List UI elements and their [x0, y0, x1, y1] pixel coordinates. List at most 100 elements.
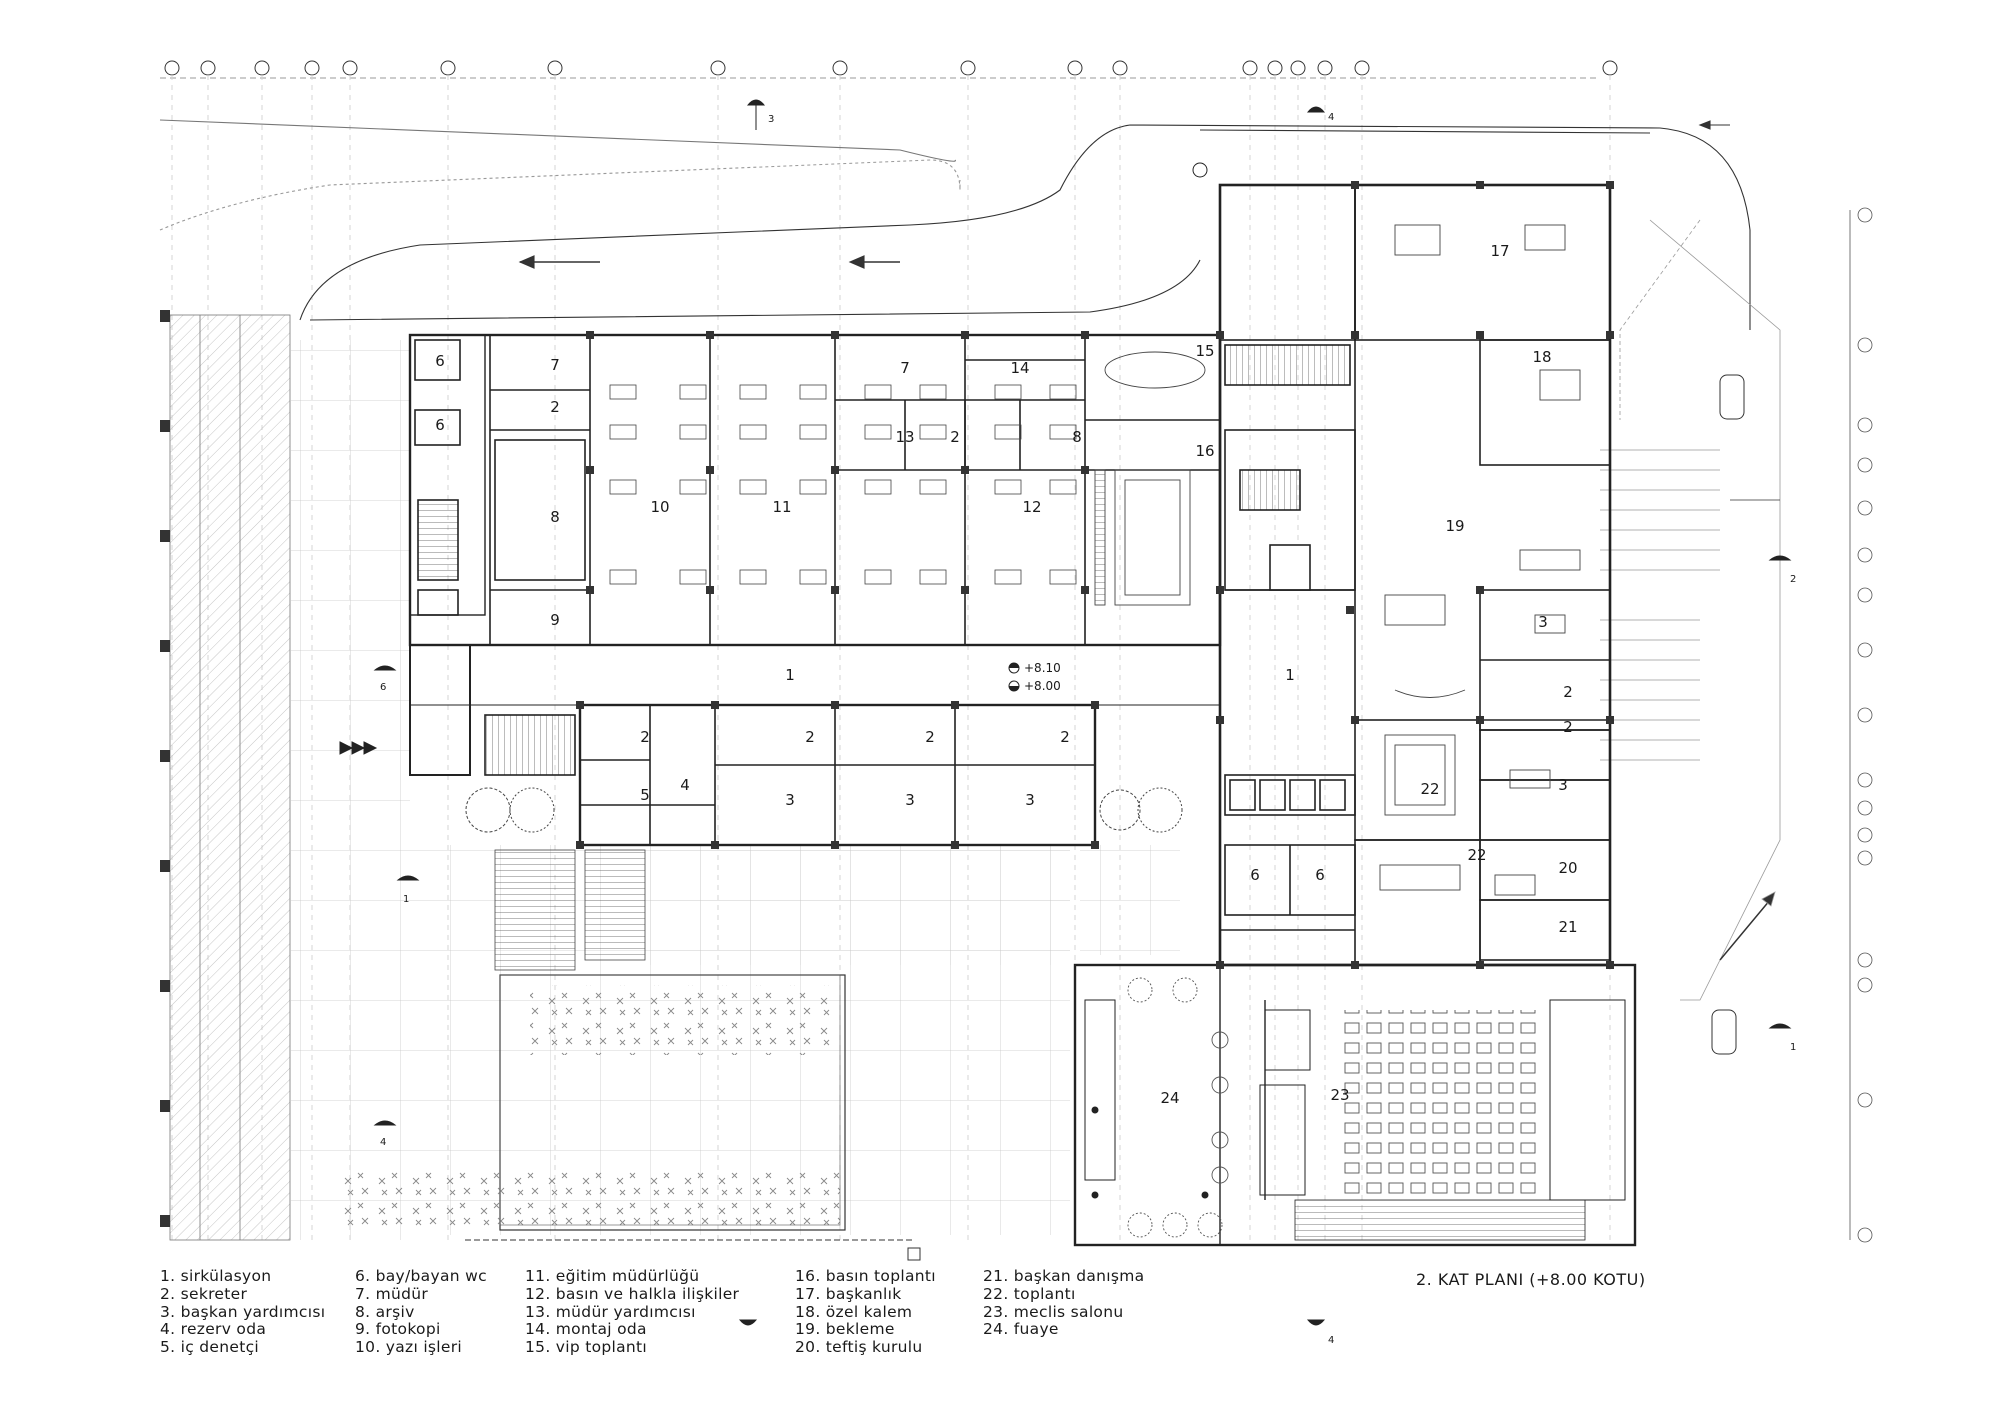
room-number-label: 5 — [640, 786, 650, 804]
room-number-label: 3 — [785, 791, 795, 809]
legend-column-3: 11. eğitim müdürlüğü 12. basın ve halkla… — [525, 1267, 739, 1357]
room-number-label: 2 — [640, 728, 650, 746]
column — [1606, 331, 1614, 339]
room-number-label: 15 — [1195, 342, 1214, 360]
desk — [864, 479, 892, 495]
legend-item: 14. montaj oda — [525, 1320, 647, 1339]
column — [1476, 181, 1484, 189]
column — [1091, 701, 1099, 709]
desk — [799, 569, 827, 585]
desk — [679, 479, 707, 495]
legend-column-5: 21. başkan danışma 22. toplantı 23. mecl… — [983, 1267, 1145, 1339]
section-mark-label: 4 — [1328, 1335, 1334, 1346]
legend-column-4: 16. basın toplantı 17. başkanlık 18. öze… — [795, 1267, 936, 1357]
axis-bubble-icon — [832, 60, 848, 76]
column — [576, 701, 584, 709]
office-desks — [609, 384, 1077, 585]
legend-item: 9. fotokopi — [355, 1320, 441, 1339]
column — [961, 331, 969, 339]
column — [1476, 716, 1484, 724]
column — [1476, 586, 1484, 594]
column — [1081, 331, 1089, 339]
room-number-label: 6 — [435, 352, 445, 370]
column — [831, 586, 839, 594]
legend-item: 2. sekreter — [160, 1284, 248, 1303]
column — [1606, 716, 1614, 724]
courtyard-planters — [340, 849, 921, 1261]
axis-bubble-icon — [1290, 60, 1306, 76]
axis-bubble-icon — [1067, 60, 1083, 76]
room-number-label: 16 — [1195, 442, 1214, 460]
axis-bubble-icon — [960, 60, 976, 76]
column — [1216, 586, 1224, 594]
axis-bubble-icon — [1857, 1227, 1873, 1243]
desk — [799, 424, 827, 440]
elevation-marks: +8.10 +8.00 — [1008, 661, 1061, 693]
axis-bubble-icon — [1857, 642, 1873, 658]
room-number-label: 8 — [550, 508, 560, 526]
elevation-label: +8.00 — [1024, 679, 1061, 693]
section-mark-label: 4 — [1328, 112, 1334, 123]
column — [1351, 181, 1359, 189]
column — [951, 701, 959, 709]
column — [1606, 181, 1614, 189]
structural-columns — [576, 181, 1614, 969]
desk — [609, 424, 637, 440]
column — [1216, 961, 1224, 969]
desk — [1049, 479, 1077, 495]
section-labels: 3 4 2 1 6 1 4 4 — [380, 112, 1796, 1346]
column — [1476, 961, 1484, 969]
column — [711, 701, 719, 709]
drawing-title: 2. KAT PLANI (+8.00 KOTU) — [1416, 1270, 1646, 1289]
desk — [994, 569, 1022, 585]
desk — [919, 569, 947, 585]
section-mark-label: 1 — [1790, 1042, 1796, 1053]
room-number-label: 2 — [925, 728, 935, 746]
room-number-label: 3 — [1025, 791, 1035, 809]
desk — [739, 424, 767, 440]
section-mark-label: 6 — [380, 682, 386, 693]
legend-item: 4. rezerv oda — [160, 1320, 267, 1339]
room-number-label: 21 — [1558, 918, 1577, 936]
column — [831, 466, 839, 474]
desk — [994, 479, 1022, 495]
room-number-label: 2 — [950, 428, 960, 446]
column — [586, 466, 594, 474]
legend-item: 3. başkan yardımcısı — [160, 1302, 326, 1321]
desk — [1049, 569, 1077, 585]
room-number-label: 20 — [1558, 859, 1577, 877]
conference-tables — [1094, 351, 1206, 606]
axis-bubble-icon — [440, 60, 456, 76]
desk — [864, 384, 892, 400]
room-number-label: 2 — [805, 728, 815, 746]
room-number-label: 2 — [550, 398, 560, 416]
room-number-label: 1 — [785, 666, 795, 684]
axis-bubble-icon — [710, 60, 726, 76]
axis-bubble-icon — [1857, 587, 1873, 603]
legend-item: 1. sirkülasyon — [160, 1267, 272, 1285]
axis-bubble-icon — [1857, 827, 1873, 843]
room-number-label: 24 — [1160, 1089, 1179, 1107]
desk — [1049, 384, 1077, 400]
desk — [994, 384, 1022, 400]
room-number-label: 2 — [1563, 683, 1573, 701]
axis-bubble-icon — [1857, 977, 1873, 993]
south-offices — [484, 703, 1097, 847]
axis-bubble-icon — [200, 60, 216, 76]
legend-column-2: 6. bay/bayan wc 7. müdür 8. arşiv 9. fot… — [355, 1267, 487, 1357]
axis-bubble-icon — [1857, 547, 1873, 563]
legend-column-1: 1. sirkülasyon 2. sekreter 3. başkan yar… — [160, 1267, 326, 1357]
room-number-label: 2 — [1060, 728, 1070, 746]
legend-item: 7. müdür — [355, 1284, 429, 1303]
parking-area — [1600, 219, 1781, 1055]
room-number-label: 7 — [550, 356, 560, 374]
desk — [799, 384, 827, 400]
desk — [739, 569, 767, 585]
column — [1351, 716, 1359, 724]
column — [1476, 331, 1484, 339]
room-number-label: 14 — [1010, 359, 1029, 377]
axis-grid-right — [1849, 207, 1873, 1243]
legend-item: 21. başkan danışma — [983, 1267, 1145, 1285]
column — [576, 841, 584, 849]
